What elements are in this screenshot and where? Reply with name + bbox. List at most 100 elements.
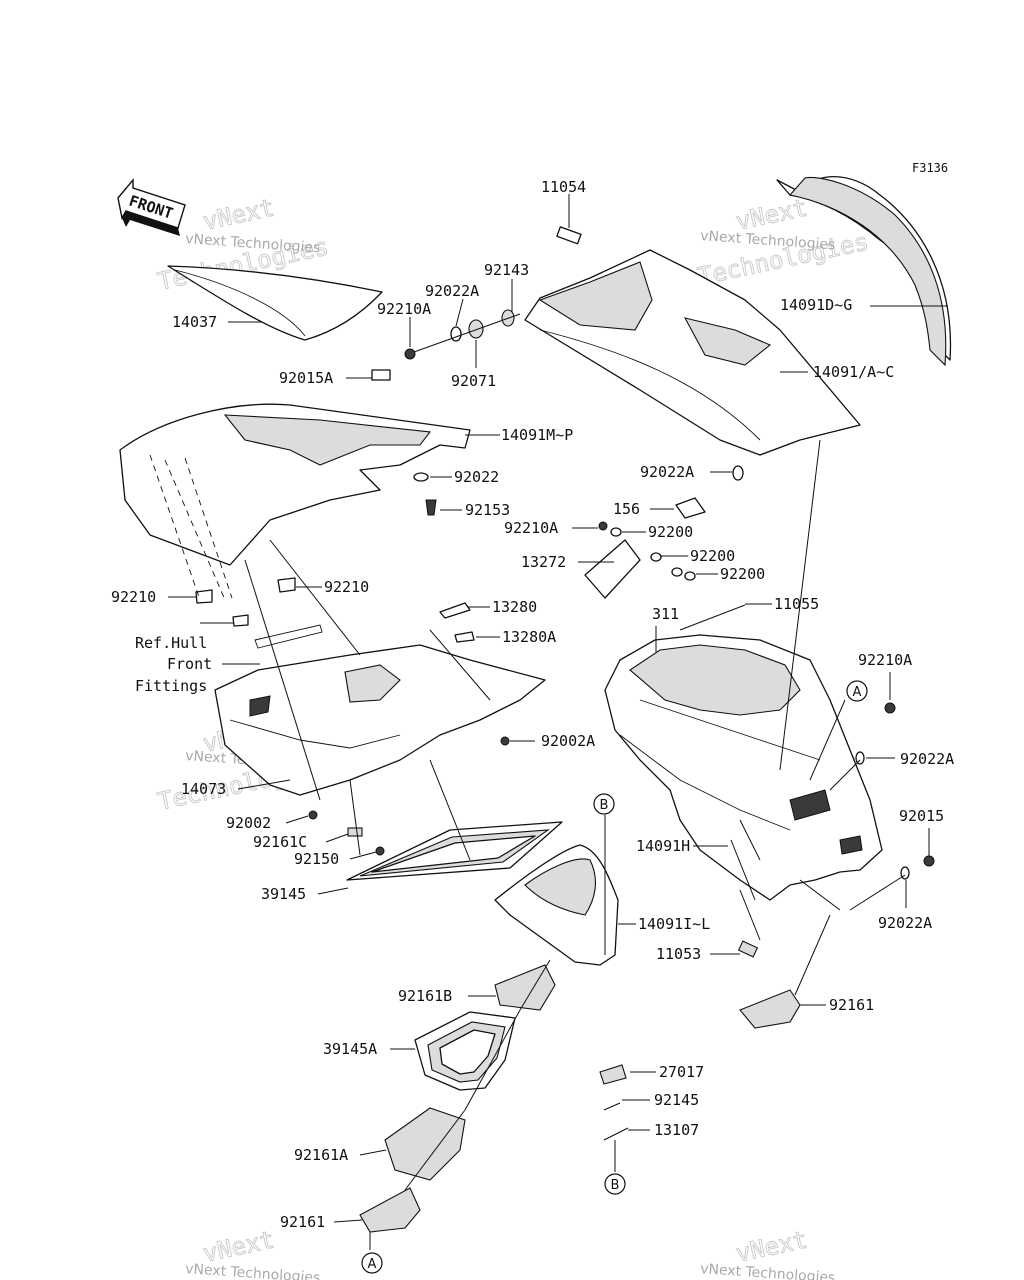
part-14091mp-shape <box>119 403 471 566</box>
part-label: 92161A <box>294 1146 348 1164</box>
part-92161-shape <box>359 1187 421 1233</box>
part-label: 92002 <box>226 814 271 832</box>
part-92071-grommet <box>468 319 484 339</box>
part-92210a-nut <box>598 521 608 531</box>
reference-note: Ref.Hull Front Fittings <box>135 634 212 695</box>
part-92210-clip <box>195 589 213 604</box>
part-92150-bolt <box>375 846 385 856</box>
part-label: 14073 <box>181 780 226 798</box>
part-92161a-shape <box>384 1107 466 1181</box>
part-14037-shape <box>167 265 383 341</box>
part-92145-shape <box>603 1102 621 1111</box>
part-39145a-shape <box>414 1011 516 1091</box>
clip-group <box>195 577 475 643</box>
part-92015-nut <box>923 855 935 867</box>
part-39145-shape <box>346 821 563 881</box>
part-92022-washer <box>413 472 429 482</box>
watermark-big: vNext <box>733 1225 809 1267</box>
part-label: 27017 <box>659 1063 704 1081</box>
svg-text:B: B <box>600 798 609 813</box>
watermark-big: vNext <box>200 1225 276 1267</box>
part-14091dg-shape <box>776 175 952 367</box>
part-label: 92210 <box>111 588 156 606</box>
part-label: 92150 <box>294 850 339 868</box>
part-label: 39145 <box>261 885 306 903</box>
part-13280-shape <box>439 602 471 619</box>
watermark-text: vNext Technologies <box>700 1261 836 1280</box>
part-92022a-washer <box>732 465 744 481</box>
part-14091h-shape <box>604 634 883 901</box>
part-label: 14091D~G <box>780 296 852 314</box>
svg-text:A: A <box>853 685 862 700</box>
part-label: 92015A <box>279 369 333 387</box>
part-label: 92161 <box>280 1213 325 1231</box>
part-label: 92210A <box>504 519 558 537</box>
part-92210a-nut <box>884 702 896 714</box>
svg-text:A: A <box>368 1257 377 1272</box>
part-13107-shape <box>603 1127 629 1141</box>
part-label: 92015 <box>899 807 944 825</box>
part-13272-bracket <box>584 539 641 599</box>
part-label: 92161 <box>829 996 874 1014</box>
part-14091ac-shape <box>524 226 861 456</box>
figure-code: F3136 <box>912 161 948 175</box>
part-label: 13280 <box>492 598 537 616</box>
part-92161c-shape <box>347 827 363 837</box>
part-label: 92161C <box>253 833 307 851</box>
part-11055-shaft <box>679 604 746 631</box>
part-92022a-washer <box>450 326 462 342</box>
front-arrow-icon: FRONT <box>117 178 186 236</box>
callout-b: B <box>593 793 615 815</box>
svg-text:B: B <box>611 1178 620 1193</box>
part-92002a-bolt <box>500 736 510 746</box>
part-92161b-shape <box>494 964 556 1011</box>
part-13280a-shape <box>454 631 475 643</box>
part-label: 13280A <box>502 628 556 646</box>
part-label: 156 <box>613 500 640 518</box>
part-label: 92210A <box>377 300 431 318</box>
part-label: 11054 <box>541 178 586 196</box>
part-label: 92022A <box>900 750 954 768</box>
part-label: 11053 <box>656 945 701 963</box>
part-14091il-shape <box>494 844 619 966</box>
callout-b: B <box>604 1173 626 1195</box>
part-label: 92200 <box>648 523 693 541</box>
part-label: 11055 <box>774 595 819 613</box>
ref-note-line: Front <box>167 655 212 673</box>
part-11053-shape <box>737 940 759 958</box>
callout-a: A <box>846 680 868 702</box>
part-label: 92200 <box>720 565 765 583</box>
part-92210a-shape <box>404 348 416 360</box>
part-92002-bolt <box>308 810 318 820</box>
ref-note-line: Fittings <box>135 677 207 695</box>
part-label: 14091/A~C <box>813 363 894 381</box>
watermark-big: vNext <box>733 193 809 235</box>
part-label: 92143 <box>484 261 529 279</box>
part-label: 92022A <box>878 914 932 932</box>
part-11054-shape <box>556 226 582 245</box>
part-label: 14091H <box>636 837 690 855</box>
part-label: 92153 <box>465 501 510 519</box>
part-label: 14037 <box>172 313 217 331</box>
part-labels: 11054 92143 92022A 92210A 14037 92071 14… <box>111 178 954 1231</box>
fastener-group <box>371 309 744 599</box>
part-label: 92200 <box>690 547 735 565</box>
part-label: 311 <box>652 605 679 623</box>
part-92161-shape <box>739 989 801 1029</box>
part-label: 92071 <box>451 372 496 390</box>
part-92015a-shape <box>371 369 391 381</box>
part-label: 92210 <box>324 578 369 596</box>
part-label: 13272 <box>521 553 566 571</box>
part-label: 92022A <box>640 463 694 481</box>
part-27017-shape <box>599 1064 627 1085</box>
part-14073-shape <box>214 624 546 796</box>
part-156-bolt <box>675 497 706 519</box>
part-label: 13107 <box>654 1121 699 1139</box>
part-92153-bolt <box>425 499 437 516</box>
part-label: 39145A <box>323 1040 377 1058</box>
ref-note-line: Ref.Hull <box>135 634 207 652</box>
part-label: 92002A <box>541 732 595 750</box>
part-label: 92022A <box>425 282 479 300</box>
part-label: 92210A <box>858 651 912 669</box>
